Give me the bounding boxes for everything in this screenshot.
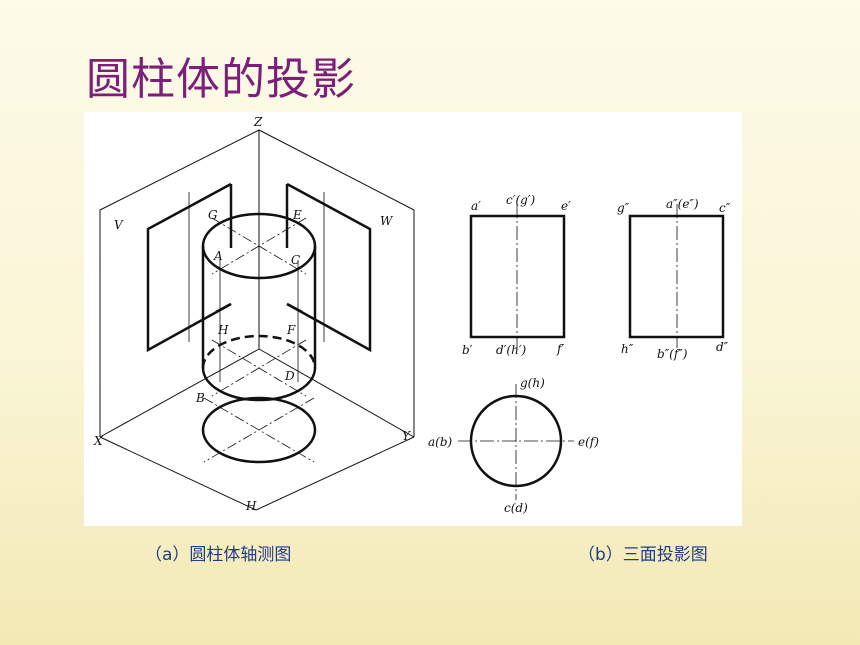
figure-svg: Z V W X Y H G E A C H F D B a′ c′(g′ bbox=[93, 115, 731, 515]
label-a: A bbox=[213, 249, 223, 263]
side-view: g″ a″(e″) c″ h″ b″(f″) d″ bbox=[617, 197, 731, 361]
label-d: D bbox=[284, 369, 295, 383]
side-view-rect bbox=[628, 214, 725, 339]
label-w: W bbox=[380, 214, 394, 228]
front-label-b: b′ bbox=[462, 343, 473, 357]
front-view-rect bbox=[469, 214, 566, 339]
label-f: F bbox=[286, 323, 296, 337]
label-v: V bbox=[114, 218, 124, 232]
label-b: B bbox=[195, 391, 205, 405]
projection-figure: Z V W X Y H G E A C H F D B a′ c′(g′ bbox=[84, 112, 742, 526]
projector-lines bbox=[188, 192, 325, 382]
caption-three-view: （b）三面投影图 bbox=[578, 545, 708, 565]
page-title: 圆柱体的投影 bbox=[86, 54, 356, 105]
side-label-a-e: a″(e″) bbox=[666, 197, 699, 211]
label-h: H bbox=[217, 323, 229, 337]
caption-axonometric: （a）圆柱体轴测图 bbox=[145, 545, 292, 565]
front-label-d-h: d′(h′) bbox=[496, 343, 527, 357]
axonometric-labels: Z V W X Y H G E A C H F D B bbox=[93, 115, 411, 513]
cylinder bbox=[201, 212, 317, 464]
top-label-a-b: a(b) bbox=[428, 435, 453, 449]
top-view: g(h) a(b) e(f) c(d) bbox=[428, 376, 599, 515]
top-label-g-h: g(h) bbox=[520, 376, 545, 390]
projection-planes bbox=[146, 182, 372, 353]
side-label-b-f: b″(f″) bbox=[657, 347, 688, 361]
center-lines bbox=[203, 217, 315, 463]
projection-box bbox=[99, 129, 415, 511]
front-view: a′ c′(g′) e′ b′ d′(h′) f′ bbox=[462, 193, 571, 357]
label-y: Y bbox=[402, 429, 411, 443]
label-z: Z bbox=[253, 115, 263, 129]
label-x: X bbox=[93, 434, 103, 448]
side-label-d: d″ bbox=[716, 340, 729, 354]
side-label-h: h″ bbox=[621, 342, 634, 356]
side-label-c: c″ bbox=[719, 201, 731, 215]
label-c: C bbox=[291, 253, 300, 267]
front-label-a: a′ bbox=[471, 199, 481, 213]
top-label-e-f: e(f) bbox=[578, 435, 599, 449]
top-label-c-d: c(d) bbox=[504, 501, 528, 515]
label-e: E bbox=[292, 208, 302, 222]
axonometric-view: Z V W X Y H G E A C H F D B bbox=[93, 115, 415, 513]
front-label-c-g: c′(g′) bbox=[506, 193, 536, 207]
front-label-e: e′ bbox=[561, 199, 571, 213]
label-g: G bbox=[208, 208, 218, 222]
side-label-g: g″ bbox=[617, 201, 630, 215]
label-h-axis: H bbox=[245, 499, 257, 513]
front-label-f: f′ bbox=[556, 342, 564, 356]
